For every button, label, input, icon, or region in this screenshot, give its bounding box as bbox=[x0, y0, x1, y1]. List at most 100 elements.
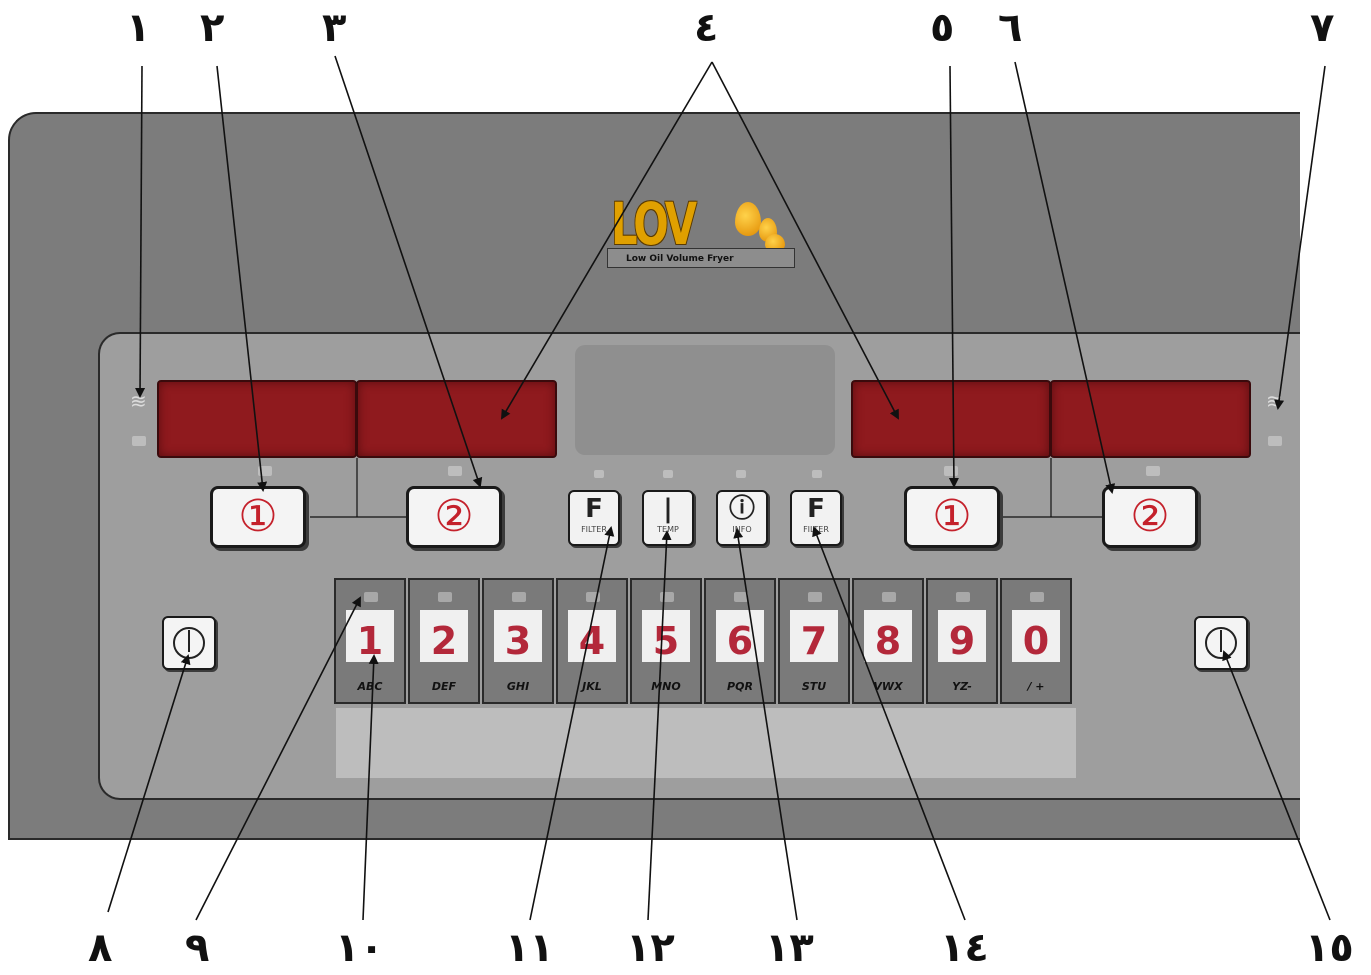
temp-button[interactable]: | TEMP bbox=[642, 490, 694, 546]
led-filter-1 bbox=[594, 470, 604, 478]
heat-indicator-right: ≋ bbox=[1266, 389, 1283, 413]
callout-8: ٨ bbox=[88, 925, 113, 971]
key-letters: GHI bbox=[506, 680, 530, 693]
callout-11: ١١ bbox=[505, 925, 554, 971]
power-button-right[interactable] bbox=[1194, 616, 1248, 670]
key-digit: 3 bbox=[504, 619, 532, 663]
key-led bbox=[808, 592, 822, 602]
key-face bbox=[1012, 610, 1060, 662]
led-filter-2 bbox=[812, 470, 822, 478]
filter-button-left[interactable]: F FILTER bbox=[568, 490, 620, 546]
heat-indicator-left: ≋ bbox=[130, 389, 147, 413]
key-digit: 8 bbox=[874, 619, 902, 663]
led-right-1 bbox=[944, 466, 958, 476]
key-led bbox=[734, 592, 748, 602]
key-led bbox=[956, 592, 970, 602]
callout-10: ١٠ bbox=[335, 925, 384, 971]
callout-13: ١٣ bbox=[765, 925, 814, 971]
button-label: ② bbox=[434, 491, 474, 542]
button-label: ① bbox=[238, 491, 278, 542]
filter-caption: FILTER bbox=[803, 525, 829, 534]
callout-5: ٥ bbox=[930, 5, 955, 51]
info-button[interactable]: ⓘ INFO bbox=[716, 490, 768, 546]
key-digit: 4 bbox=[578, 619, 606, 663]
filter-button-right[interactable]: F FILTER bbox=[790, 490, 842, 546]
key-led bbox=[1030, 592, 1044, 602]
temp-caption: TEMP bbox=[657, 525, 679, 534]
heat-led-left bbox=[132, 436, 146, 446]
callout-12: ١٢ bbox=[626, 925, 675, 971]
key-led bbox=[586, 592, 600, 602]
key-digit: 0 bbox=[1022, 619, 1050, 663]
info-icon: ⓘ bbox=[728, 494, 755, 524]
key-letters: YZ- bbox=[952, 680, 972, 693]
power-button-left[interactable] bbox=[162, 616, 216, 670]
callout-4: ٤ bbox=[694, 5, 719, 51]
left-display-2 bbox=[356, 380, 557, 458]
right-display-2 bbox=[1050, 380, 1251, 458]
button-label: ① bbox=[932, 491, 972, 542]
power-icon-right bbox=[1205, 627, 1237, 659]
led-right-2 bbox=[1146, 466, 1160, 476]
info-caption: INFO bbox=[732, 525, 752, 534]
lov-logo: LOV Low Oil Volume Fryer bbox=[607, 190, 800, 278]
key-led bbox=[364, 592, 378, 602]
callout-1: ١ bbox=[126, 5, 151, 51]
logo-subtitle: Low Oil Volume Fryer bbox=[607, 248, 795, 268]
key-digit: 2 bbox=[430, 619, 458, 663]
key-digit: 6 bbox=[726, 619, 754, 663]
key-led bbox=[512, 592, 526, 602]
callout-7: ٧ bbox=[1310, 5, 1335, 51]
callout-15: ١٥ bbox=[1305, 925, 1354, 971]
left-display-1 bbox=[157, 380, 357, 458]
key-letters: / + bbox=[1027, 680, 1045, 693]
key-letters: MNO bbox=[651, 680, 681, 693]
callout-9: ٩ bbox=[185, 925, 210, 971]
heat-led-right bbox=[1268, 436, 1282, 446]
oil-drop-icon bbox=[735, 202, 761, 236]
filter-caption: FILTER bbox=[581, 525, 607, 534]
thermometer-icon: | bbox=[663, 494, 673, 524]
center-display-area bbox=[575, 345, 835, 455]
key-digit: 9 bbox=[948, 619, 976, 663]
led-left-1 bbox=[258, 466, 272, 476]
callout-14: ١٤ bbox=[940, 925, 989, 971]
led-temp bbox=[663, 470, 673, 478]
callout-3: ٣ bbox=[322, 5, 347, 51]
key-letters: VWX bbox=[873, 680, 903, 693]
filter-symbol: F bbox=[807, 494, 825, 524]
key-letters: ABC bbox=[357, 680, 383, 693]
key-letters: STU bbox=[801, 680, 827, 693]
key-letters: DEF bbox=[431, 680, 457, 693]
left-product-button-2[interactable]: ② bbox=[406, 486, 502, 548]
key-digit: 5 bbox=[652, 619, 680, 663]
key-face bbox=[420, 610, 468, 662]
keypad-label-strip bbox=[336, 708, 1076, 778]
right-display-1 bbox=[851, 380, 1051, 458]
power-icon-bar bbox=[188, 630, 190, 652]
keypad-key-0[interactable]: 0 / + bbox=[1000, 578, 1072, 704]
key-led bbox=[882, 592, 896, 602]
key-digit: 1 bbox=[356, 619, 384, 663]
left-product-button-1[interactable]: ① bbox=[210, 486, 306, 548]
filter-symbol: F bbox=[585, 494, 603, 524]
power-icon-bar bbox=[1220, 630, 1222, 652]
key-digit: 7 bbox=[800, 619, 828, 663]
key-letters: JKL bbox=[582, 680, 602, 693]
right-product-button-2[interactable]: ② bbox=[1102, 486, 1198, 548]
callout-2: ٢ bbox=[200, 5, 225, 51]
button-label: ② bbox=[1130, 491, 1170, 542]
key-letters: PQR bbox=[727, 680, 753, 693]
key-led bbox=[660, 592, 674, 602]
right-product-button-1[interactable]: ① bbox=[904, 486, 1000, 548]
led-info bbox=[736, 470, 746, 478]
